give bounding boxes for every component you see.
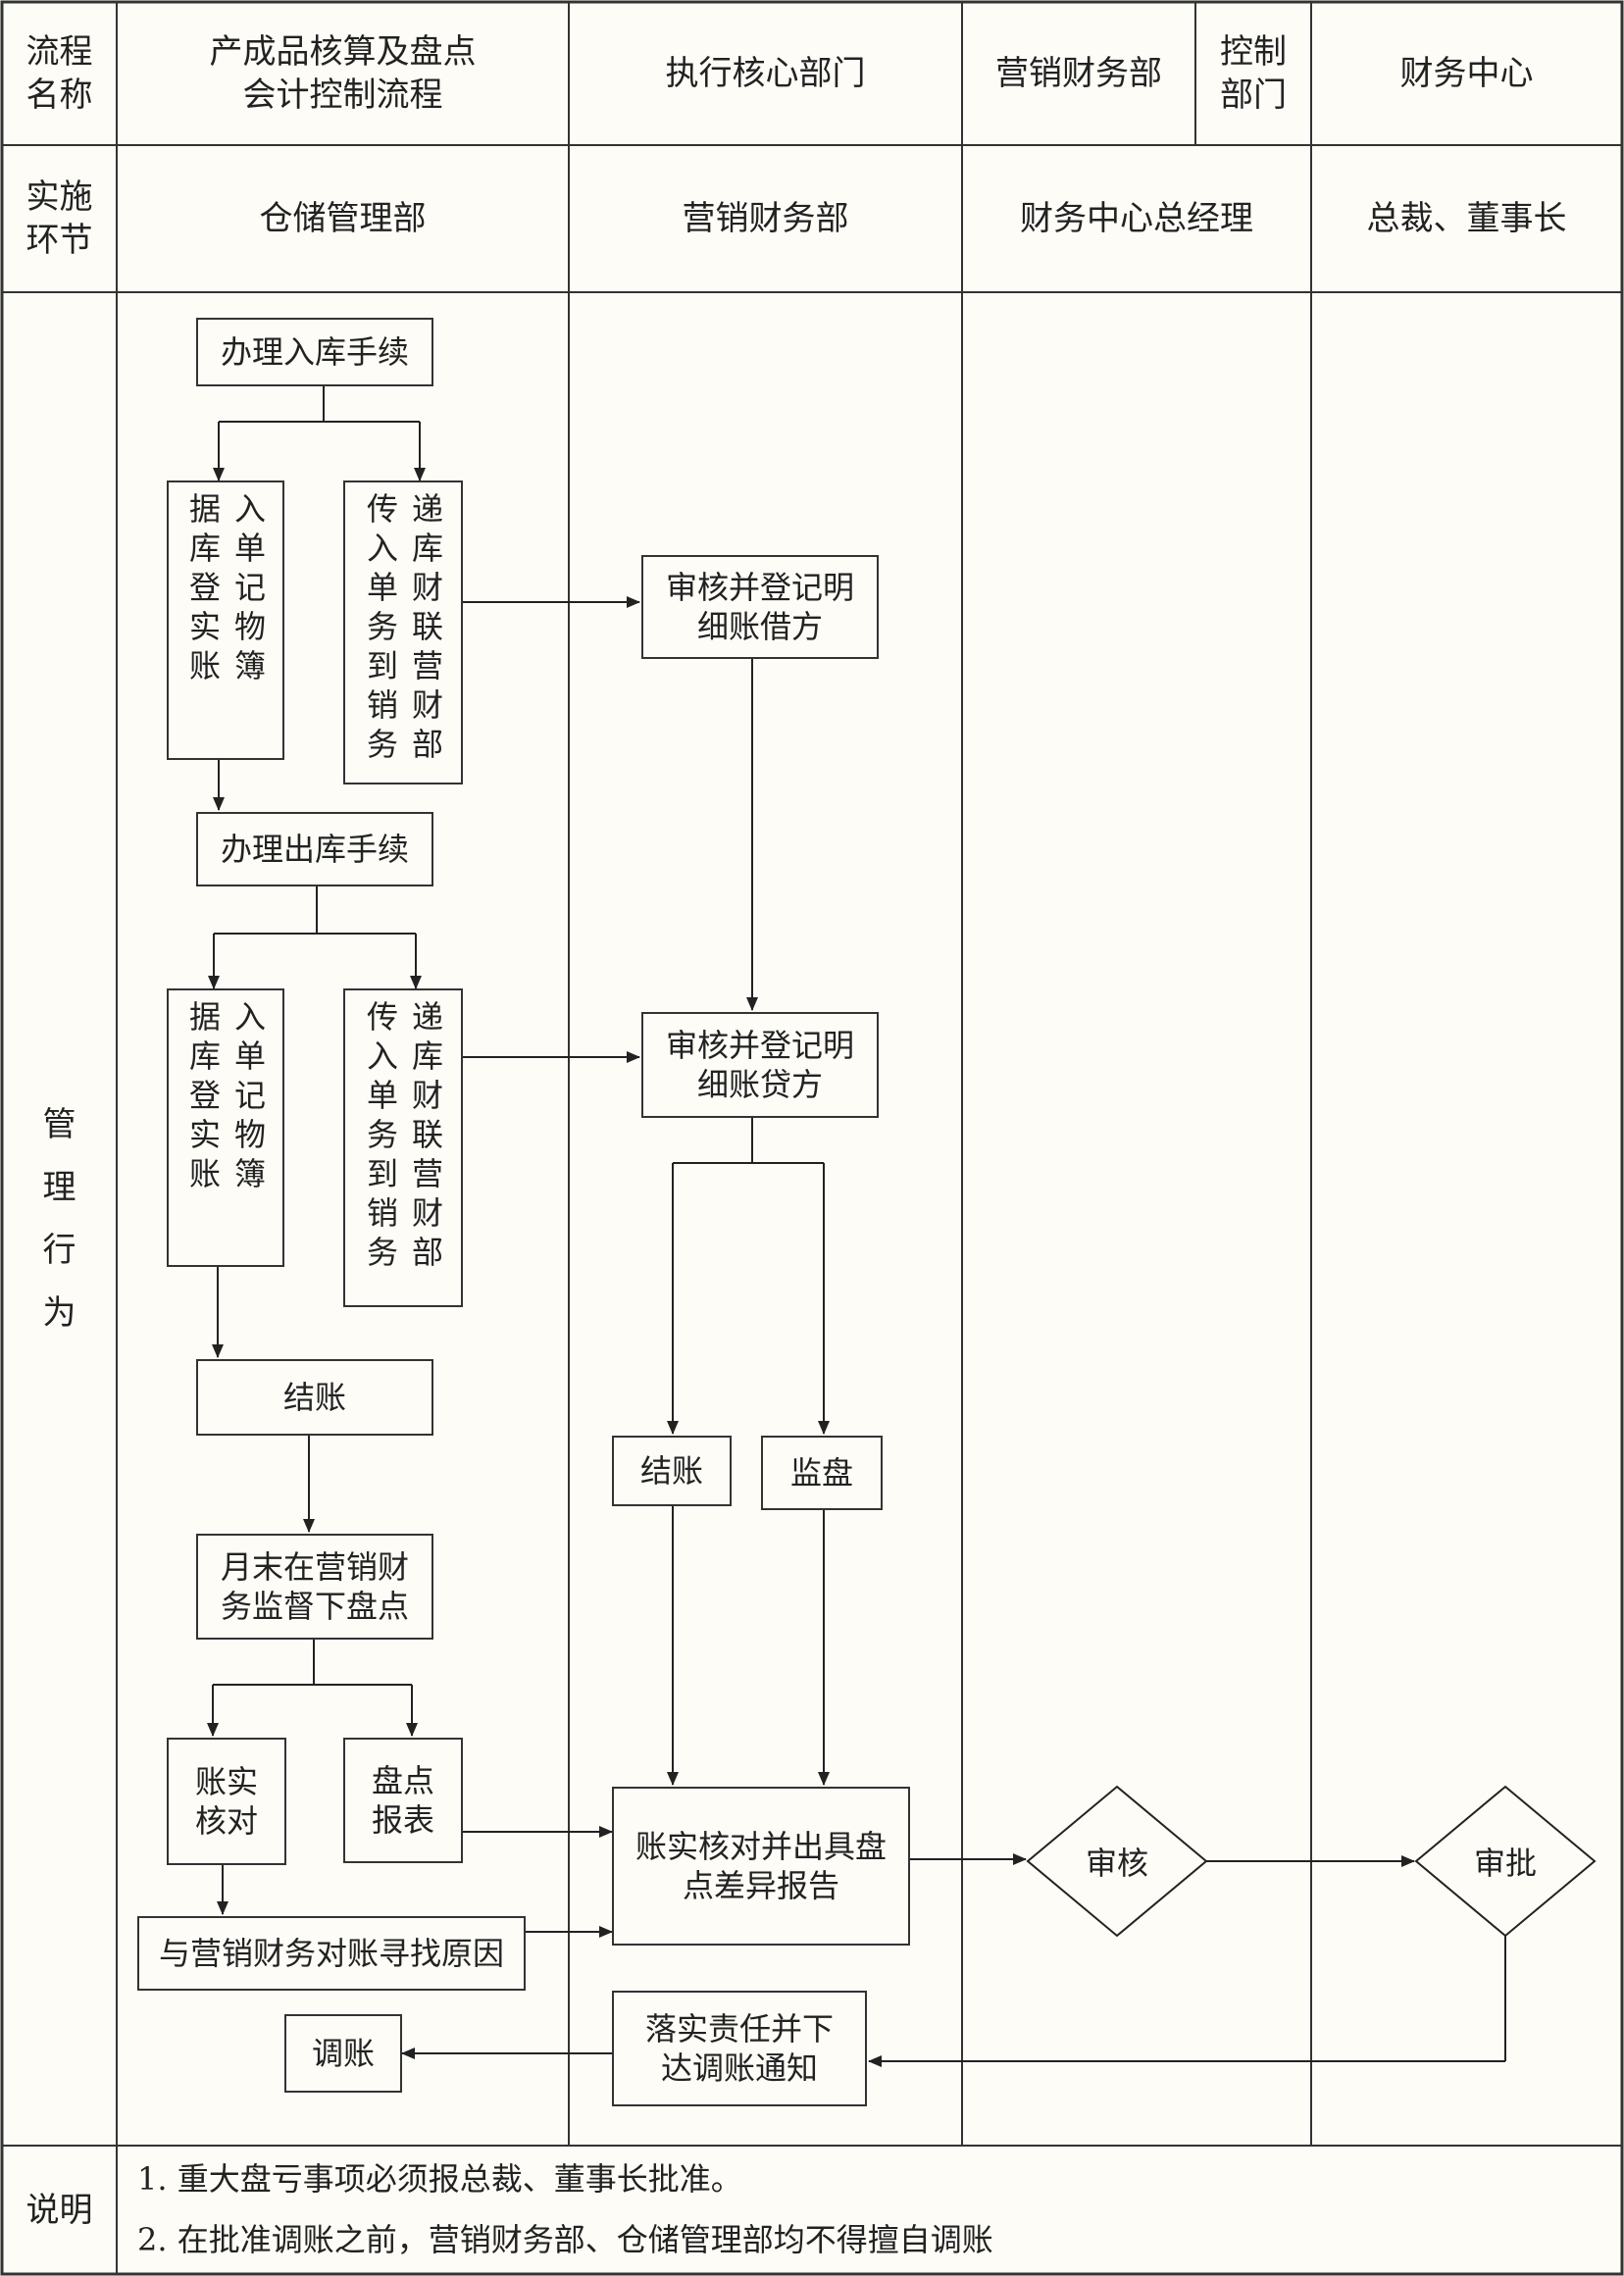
exec-dept: 营销财务部 [995,54,1162,93]
lane-president: 总裁、董事长 [1366,199,1567,238]
supervise-count-box: 监盘 [761,1436,883,1510]
lane-warehouse: 仓储管理部 [259,199,427,238]
stage-label: 实施 环节 [25,177,93,260]
outbound-register-col-1: 入单记物簿 [229,1000,267,1196]
inbound-register-col-2: 据库登实账 [184,492,222,688]
outbound-register-col-2: 据库登实账 [184,1000,222,1196]
outbound-register-box: 入单记物簿 据库登实账 [167,988,284,1267]
adjust-box: 调账 [284,2014,402,2093]
audit-debit-box: 审核并登记明 细账借方 [641,555,879,659]
outbound-procedure-box: 办理出库手续 [196,812,433,886]
lane-finance-gm: 财务中心总经理 [1020,199,1253,238]
audit-credit-box: 审核并登记明 细账贷方 [641,1012,879,1118]
review-diamond [1026,1785,1208,1938]
note-2: 2. 在批准调账之前，营销财务部、仓储管理部均不得擅自调账 [137,2221,993,2258]
outbound-transfer-box: 递库财联营财部 传入单务到销务 [343,988,463,1307]
notes-label: 说明 [25,2190,93,2230]
month-end-count-box: 月末在营销财 务监督下盘点 [196,1534,433,1640]
count-report-box: 盘点 报表 [343,1738,463,1863]
inbound-register-box: 入单记物簿 据库登实账 [167,480,284,760]
process-name: 产成品核算及盘点 会计控制流程 [209,32,477,115]
exec-dept-label: 执行核心部门 [665,54,866,93]
outbound-transfer-col-2: 传入单务到销务 [362,1000,399,1275]
reconcile-report-box: 账实核对并出具盘 点差异报告 [612,1787,910,1946]
inbound-transfer-col-1: 递库财联营财部 [407,492,444,767]
process-name-label: 流程 名称 [25,32,93,115]
inbound-register-col-1: 入单记物簿 [229,492,267,688]
reconcile-box: 账实 核对 [167,1738,286,1865]
warehouse-close-box: 结账 [196,1359,433,1436]
find-cause-box: 与营销财务对账寻找原因 [137,1916,526,1991]
inbound-transfer-box: 递库财联营财部 传入单务到销务 [343,480,463,784]
control-dept: 财务中心 [1399,54,1534,93]
assign-notice-box: 落实责任并下 达调账通知 [612,1991,867,2106]
inbound-transfer-col-2: 传入单务到销务 [362,492,399,767]
control-dept-label: 控制 部门 [1220,32,1287,115]
outbound-transfer-col-1: 递库财联营财部 [407,1000,444,1275]
finance-close-box: 结账 [612,1436,732,1506]
approve-diamond [1414,1785,1597,1938]
lane-marketing-finance: 营销财务部 [682,199,849,238]
note-1: 1. 重大盘亏事项必须报总裁、董事长批准。 [137,2160,742,2198]
management-behavior-label: 管 理 行 为 [42,1105,76,1333]
approve-label: 审批 [1473,1845,1537,1882]
review-label: 审核 [1085,1845,1148,1882]
inbound-procedure-box: 办理入库手续 [196,318,433,386]
